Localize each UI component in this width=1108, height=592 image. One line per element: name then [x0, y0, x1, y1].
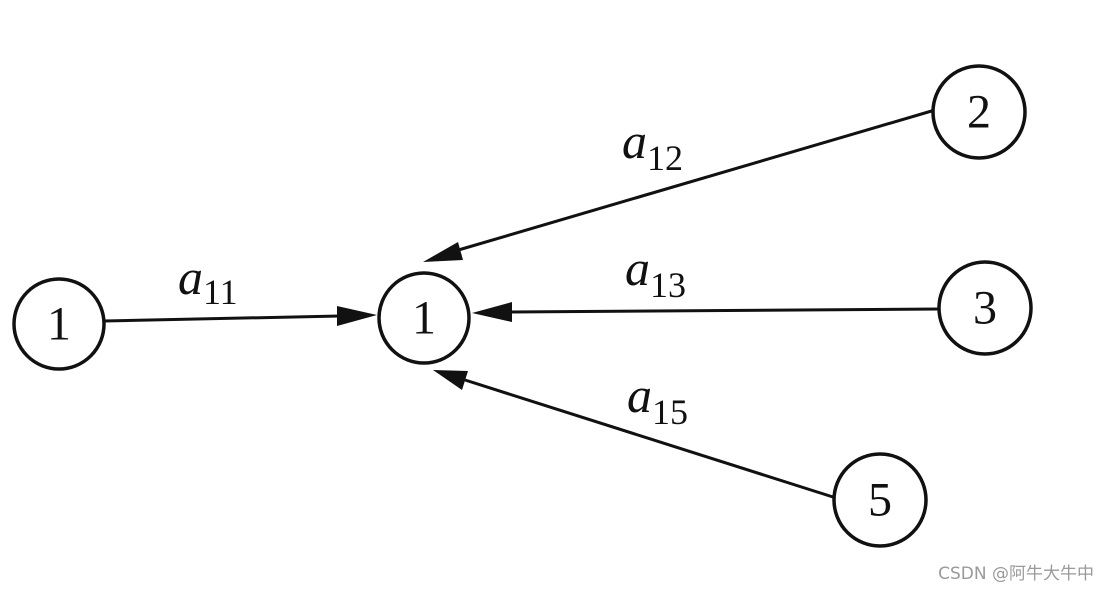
- node-top-right-label: 2: [967, 86, 991, 139]
- arrowhead-left-to-center: [337, 306, 377, 326]
- edge-label-left-to-center-sub: 11: [203, 272, 238, 312]
- edge-bottom-right-to-center: [464, 378, 834, 499]
- edge-left-to-center: [103, 314, 341, 323]
- edge-label-left-to-center: a11: [178, 249, 238, 312]
- watermark: CSDN @阿牛大牛中: [938, 564, 1094, 584]
- node-mid-right: 3: [937, 260, 1033, 356]
- edge-label-top-right-to-center: a12: [622, 113, 683, 178]
- edge-label-top-right-to-center-var: a: [622, 113, 647, 169]
- edge-label-bottom-right-to-center: a15: [627, 367, 688, 432]
- node-source-left: 1: [12, 277, 106, 371]
- edge-label-bottom-right-to-center-var: a: [627, 367, 652, 423]
- edge-label-bottom-right-to-center-sub: 15: [652, 392, 688, 432]
- arrowhead-bottom-right-to-center: [433, 370, 468, 390]
- edge-label-mid-right-to-center: a13: [625, 240, 686, 305]
- edge-mid-right-to-center: [509, 307, 941, 314]
- edge-label-mid-right-to-center-sub: 13: [650, 265, 686, 305]
- edge-label-mid-right-to-center-var: a: [625, 240, 650, 296]
- node-bottom-right: 5: [832, 452, 928, 548]
- node-mid-right-label: 3: [973, 282, 997, 335]
- node-center-label: 1: [412, 292, 436, 345]
- edge-label-top-right-to-center-sub: 12: [647, 138, 683, 178]
- node-source-left-label: 1: [47, 298, 71, 351]
- node-bottom-right-label: 5: [868, 474, 892, 527]
- arrowhead-mid-right-to-center: [472, 302, 512, 322]
- node-top-right: 2: [931, 64, 1027, 160]
- node-center: 1: [377, 271, 471, 365]
- arrowhead-top-right-to-center: [423, 242, 463, 262]
- edge-top-right-to-center: [454, 108, 936, 253]
- edge-label-left-to-center-var: a: [178, 249, 203, 305]
